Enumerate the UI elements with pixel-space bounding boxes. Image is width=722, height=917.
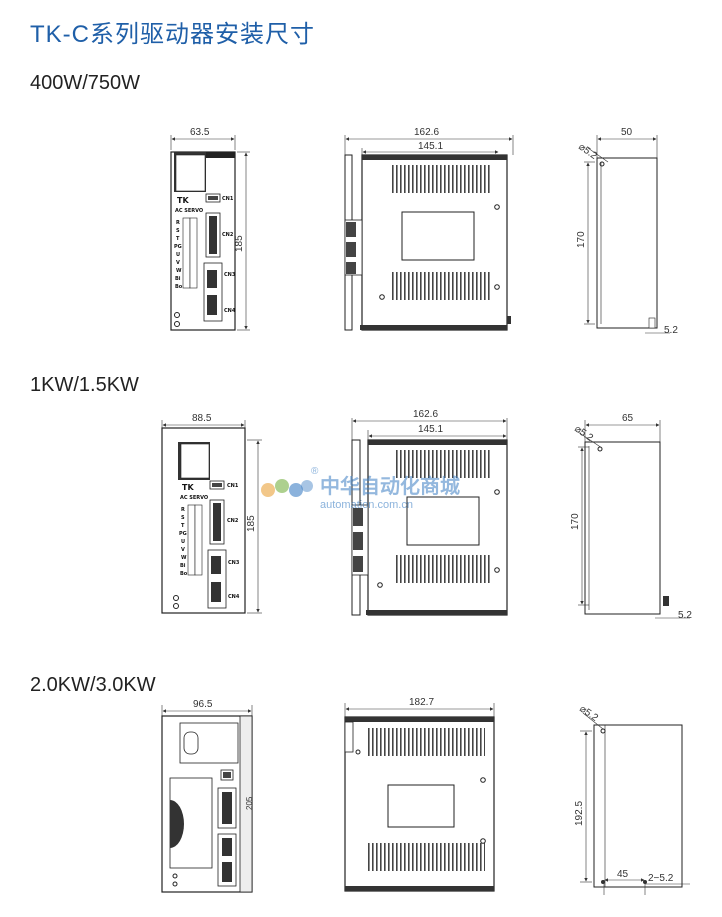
- mount-hole-dim: ⌀5.2: [576, 141, 599, 162]
- svg-text:AC SERVO: AC SERVO: [180, 495, 208, 501]
- svg-text:CN1: CN1: [222, 196, 234, 202]
- mount-width-dim: 50: [621, 127, 633, 138]
- svg-text:⌀5.2: ⌀5.2: [577, 703, 600, 724]
- svg-text:CN4: CN4: [224, 308, 236, 314]
- front-height-dim: 185: [246, 515, 257, 532]
- side-view-400w: 162.6 145.1: [344, 127, 514, 331]
- svg-text:W: W: [181, 555, 187, 561]
- svg-text:T: T: [176, 236, 180, 242]
- mount-view-400w: 50 ⌀5.2 170 5.2: [576, 127, 678, 336]
- section-label-400w: 400W/750W: [30, 72, 141, 94]
- side-view-2kw: 182.7: [344, 697, 495, 892]
- svg-text:U: U: [176, 252, 180, 258]
- svg-text:S: S: [181, 515, 185, 521]
- side-inner-dim: 145.1: [418, 141, 443, 152]
- svg-text:Bo: Bo: [175, 284, 183, 290]
- section-label-2kw: 2.0KW/3.0KW: [30, 674, 156, 696]
- watermark: ® 中华自动化商城 automation.com.cn: [261, 466, 460, 511]
- svg-text:5.2: 5.2: [678, 610, 692, 621]
- svg-text:CN2: CN2: [227, 518, 239, 524]
- front-height-dim: 185: [234, 235, 245, 252]
- terminal-block-400w: [182, 217, 198, 289]
- watermark-en: automation.com.cn: [320, 499, 413, 511]
- svg-text:2−5.2: 2−5.2: [648, 873, 674, 884]
- svg-text:65: 65: [622, 413, 634, 424]
- front-view-1kw: 88.5 TK AC SERVO CN1 CN2 CN3 CN4 R S T P…: [161, 413, 262, 614]
- panel-model-label: AC SERVO: [175, 208, 203, 214]
- front-view-2kw: 96.5 205: [161, 699, 254, 893]
- svg-text:U: U: [181, 539, 185, 545]
- side-view-1kw: 162.6 145.1: [351, 409, 508, 616]
- svg-text:CN2: CN2: [222, 232, 234, 238]
- svg-text:CN3: CN3: [224, 272, 236, 278]
- watermark-cn: 中华自动化商城: [320, 474, 460, 498]
- svg-text:T: T: [181, 523, 185, 529]
- page-title: TK-C系列驱动器安装尺寸: [30, 21, 315, 48]
- svg-text:R: R: [176, 220, 180, 226]
- mount-height-dim: 170: [576, 231, 587, 248]
- mount-view-2kw: ⌀5.2 192.5 45 2−5.2: [574, 703, 690, 895]
- svg-text:Bo: Bo: [180, 571, 188, 577]
- watermark-reg: ®: [311, 466, 319, 477]
- svg-text:CN4: CN4: [228, 594, 240, 600]
- svg-text:45: 45: [617, 869, 629, 880]
- svg-text:192.5: 192.5: [574, 801, 585, 826]
- svg-text:CN3: CN3: [228, 560, 240, 566]
- watermark-logo-icon: [261, 479, 313, 497]
- panel-brand-label: TK: [177, 196, 189, 205]
- svg-text:Bi: Bi: [180, 563, 186, 569]
- svg-text:182.7: 182.7: [409, 697, 434, 708]
- front-width-dim: 63.5: [190, 127, 210, 138]
- svg-text:CN1: CN1: [227, 483, 239, 489]
- side-outer-dim: 162.6: [414, 127, 439, 138]
- svg-text:R: R: [181, 507, 185, 513]
- mount-slot-dim: 5.2: [664, 325, 678, 336]
- section-label-1kw: 1KW/1.5KW: [30, 374, 139, 396]
- svg-text:V: V: [181, 547, 185, 553]
- svg-text:96.5: 96.5: [193, 699, 213, 710]
- front-width-dim: 88.5: [192, 413, 212, 424]
- svg-text:162.6: 162.6: [413, 409, 438, 420]
- svg-text:Bi: Bi: [175, 276, 181, 282]
- front-view-400w: 63.5 TK AC SERVO CN1 CN2 CN3 CN4 R S T P…: [170, 127, 250, 331]
- mount-view-1kw: 65 ⌀5.2 170 5.2: [570, 413, 692, 621]
- svg-text:S: S: [176, 228, 180, 234]
- svg-text:145.1: 145.1: [418, 424, 443, 435]
- svg-text:W: W: [176, 268, 182, 274]
- svg-text:PG: PG: [179, 531, 187, 537]
- svg-text:170: 170: [570, 513, 581, 530]
- svg-text:TK: TK: [182, 483, 194, 492]
- svg-text:V: V: [176, 260, 180, 266]
- svg-text:PG: PG: [174, 244, 182, 250]
- front-height-dim: 205: [245, 796, 254, 810]
